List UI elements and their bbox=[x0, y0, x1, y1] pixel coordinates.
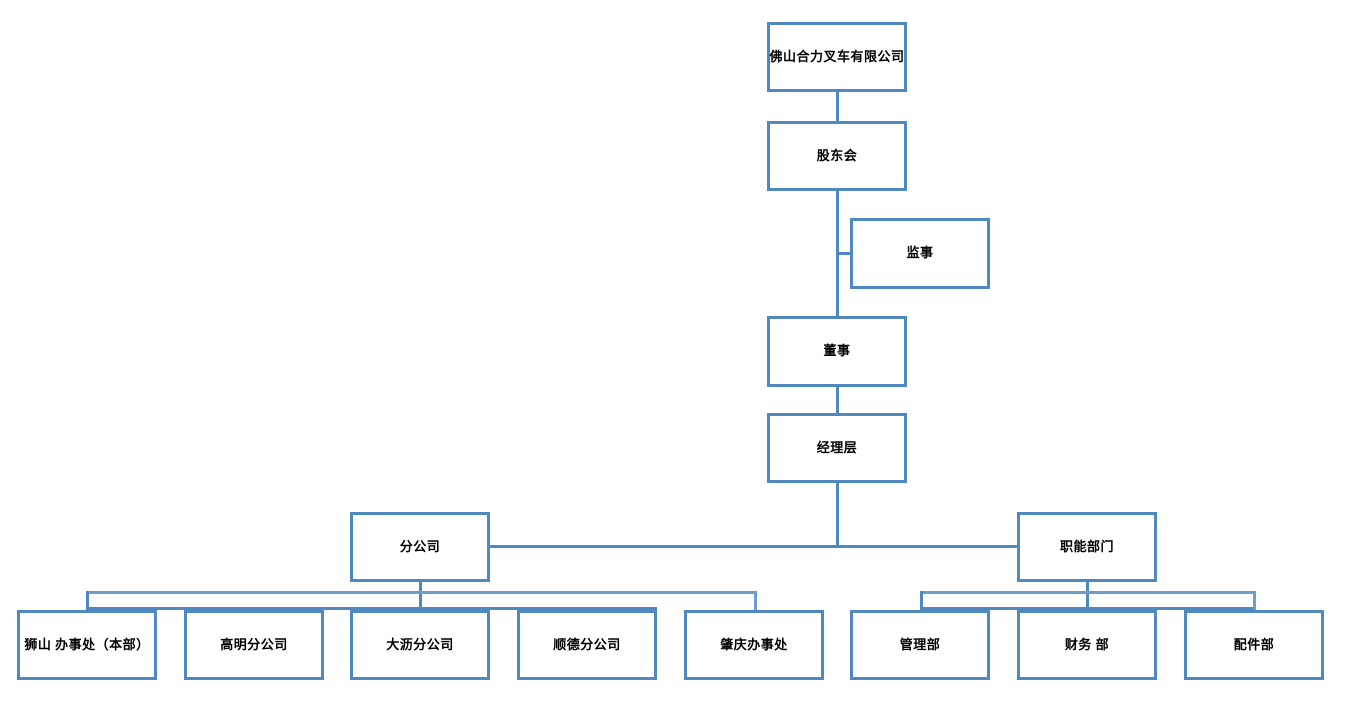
connector-drop-caiwubu bbox=[1086, 607, 1089, 610]
node-supervisor[interactable]: 监事 bbox=[850, 218, 990, 289]
connector-management-to-bus bbox=[836, 483, 839, 545]
node-branch-group-label: 分公司 bbox=[399, 538, 441, 554]
node-department-1[interactable]: 财务 部 bbox=[1017, 610, 1157, 680]
connector-dept-bar-upper bbox=[920, 591, 1256, 594]
connector-drop-zhaoqing bbox=[754, 591, 757, 610]
node-department-0[interactable]: 管理部 bbox=[850, 610, 990, 680]
node-department-1-label: 财务 部 bbox=[1064, 636, 1110, 652]
connector-drop-guanlibu bbox=[920, 591, 923, 610]
connector-director-to-management bbox=[836, 387, 839, 413]
node-department-2[interactable]: 配件部 bbox=[1184, 610, 1324, 680]
node-branch-3-label: 顺德分公司 bbox=[553, 636, 621, 652]
node-function-group-label: 职能部门 bbox=[1059, 538, 1114, 554]
connector-trunk-to-supervisor bbox=[836, 252, 850, 255]
node-branch-2-label: 大沥分公司 bbox=[386, 636, 454, 652]
node-management-layer-label: 经理层 bbox=[816, 439, 858, 455]
node-branch-1-label: 高明分公司 bbox=[220, 636, 288, 652]
connector-branch-bar-lower bbox=[86, 607, 657, 610]
connector-bus-level2 bbox=[490, 545, 1017, 548]
node-branch-0[interactable]: 狮山 办事处（本部） bbox=[17, 610, 157, 680]
node-branch-group[interactable]: 分公司 bbox=[350, 512, 490, 582]
node-branch-4-label: 肇庆办事处 bbox=[720, 636, 788, 652]
node-company-label: 佛山合力叉车有限公司 bbox=[769, 48, 905, 64]
connector-drop-peijianbu bbox=[1253, 591, 1256, 610]
node-shareholders-meeting[interactable]: 股东会 bbox=[767, 121, 907, 191]
node-branch-3[interactable]: 顺德分公司 bbox=[517, 610, 657, 680]
connector-drop-shunde bbox=[586, 607, 589, 610]
connector-branch-group-drop bbox=[419, 582, 422, 610]
connector-company-to-shareholders bbox=[836, 92, 839, 121]
connector-branch-bar-upper bbox=[86, 591, 755, 594]
connector-drop-dali bbox=[419, 607, 422, 610]
connector-drop-gaoming bbox=[252, 607, 255, 610]
node-supervisor-label: 监事 bbox=[906, 245, 934, 261]
node-department-0-label: 管理部 bbox=[899, 636, 941, 652]
node-shareholders-meeting-label: 股东会 bbox=[816, 147, 858, 163]
connector-drop-shishan bbox=[86, 591, 89, 610]
node-branch-1[interactable]: 高明分公司 bbox=[184, 610, 324, 680]
node-management-layer[interactable]: 经理层 bbox=[767, 413, 907, 483]
node-director[interactable]: 董事 bbox=[767, 316, 907, 387]
node-director-label: 董事 bbox=[823, 343, 851, 359]
node-branch-0-label: 狮山 办事处（本部） bbox=[24, 636, 150, 652]
node-department-2-label: 配件部 bbox=[1233, 636, 1275, 652]
node-company[interactable]: 佛山合力叉车有限公司 bbox=[767, 22, 907, 92]
node-function-group[interactable]: 职能部门 bbox=[1017, 512, 1157, 582]
node-branch-4[interactable]: 肇庆办事处 bbox=[684, 610, 824, 680]
connector-function-group-drop bbox=[1086, 582, 1089, 610]
node-branch-2[interactable]: 大沥分公司 bbox=[350, 610, 490, 680]
